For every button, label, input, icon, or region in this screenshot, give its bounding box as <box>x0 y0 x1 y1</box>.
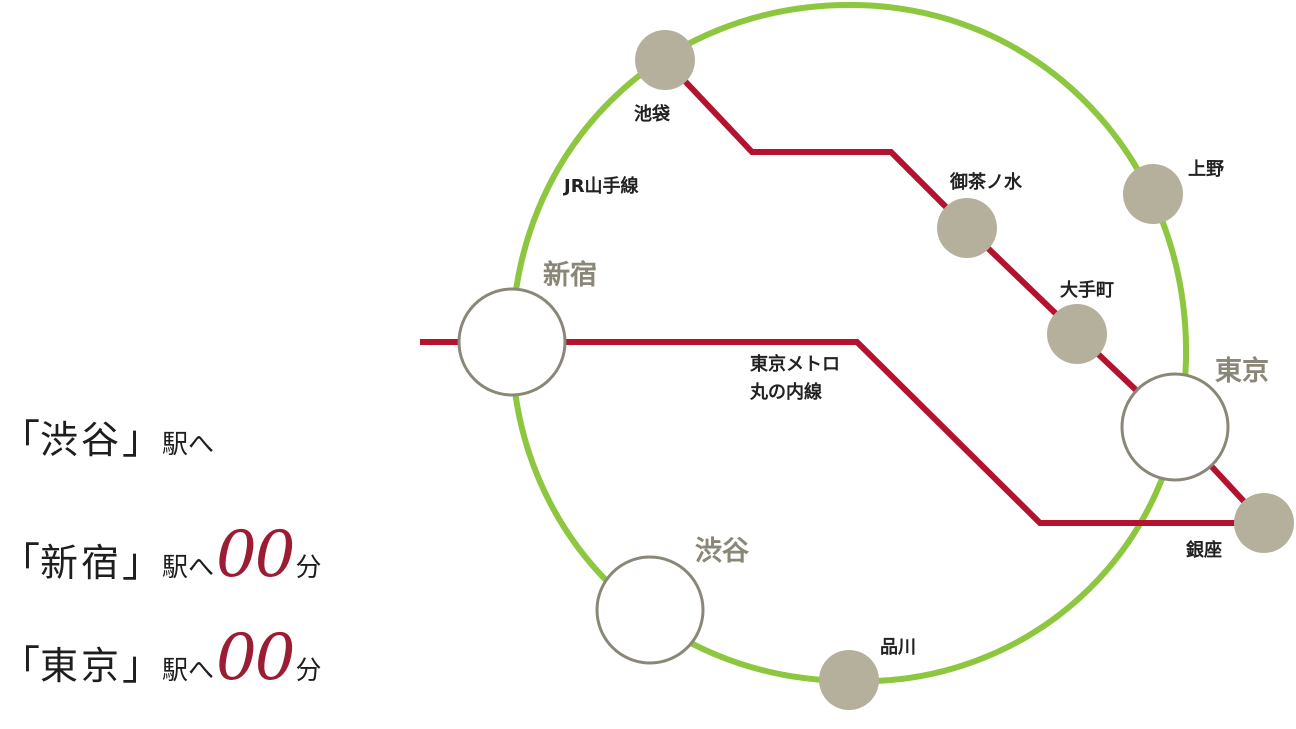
close-bracket: 」 <box>122 540 163 586</box>
station-suffix: 駅へ <box>162 430 215 460</box>
major-label-tokyo: 東京 <box>1215 355 1269 387</box>
yamanote-line-label: JR山手線 <box>562 175 639 197</box>
station-label-ochanomizu: 御茶ノ水 <box>949 171 1023 193</box>
station-label-otemachi: 大手町 <box>1060 279 1114 301</box>
travel-minutes: 00 <box>216 621 295 695</box>
travel-time-shinjuku: 「新宿」駅へ00分 <box>0 523 420 626</box>
station-label-shinagawa: 品川 <box>880 637 916 658</box>
station-suffix: 駅へ <box>162 656 215 686</box>
station-suffix: 駅へ <box>162 553 215 583</box>
travel-time-list: 「渋谷」駅へ 「新宿」駅へ00分 「東京」駅へ00分 <box>0 420 420 729</box>
marunouchi-line-south <box>420 339 1264 526</box>
station-otemachi-marker <box>1047 304 1107 364</box>
station-label-ikebukuro: 池袋 <box>634 103 671 125</box>
marunouchi-line-label-2: 丸の内線 <box>749 381 822 403</box>
station-tokyo-marker <box>1120 372 1230 482</box>
destination-station: 新宿 <box>40 541 123 585</box>
travel-time-tokyo: 「東京」駅へ00分 <box>0 626 420 729</box>
close-bracket: 」 <box>122 417 163 463</box>
major-label-shibuya: 渋谷 <box>695 536 750 567</box>
minutes-unit: 分 <box>295 553 322 583</box>
minutes-unit: 分 <box>295 656 322 686</box>
station-shinagawa-marker <box>819 650 879 710</box>
station-ikebukuro-marker <box>635 30 695 90</box>
travel-minutes: 00 <box>216 518 295 592</box>
open-bracket: 「 <box>0 417 40 463</box>
station-ochanomizu-marker <box>937 198 997 258</box>
station-ginza-marker <box>1234 493 1294 553</box>
open-bracket: 「 <box>0 643 40 689</box>
route-map: 池袋 御茶ノ水 上野 大手町 銀座 品川 JR山手線 東京メトロ 丸の内線 新宿… <box>420 1 1294 710</box>
station-shinjuku-marker <box>457 287 567 397</box>
close-bracket: 」 <box>122 643 163 689</box>
destination-station: 東京 <box>40 644 123 688</box>
station-label-ginza: 銀座 <box>1186 539 1222 561</box>
travel-time-shibuya: 「渋谷」駅へ <box>0 420 420 523</box>
station-shibuya-marker <box>595 555 705 665</box>
marunouchi-line-label-1: 東京メトロ <box>750 353 840 375</box>
open-bracket: 「 <box>0 540 40 586</box>
destination-station: 渋谷 <box>40 418 123 462</box>
station-label-ueno: 上野 <box>1188 159 1224 180</box>
station-ueno-marker <box>1123 164 1183 224</box>
major-label-shinjuku: 新宿 <box>543 259 597 291</box>
